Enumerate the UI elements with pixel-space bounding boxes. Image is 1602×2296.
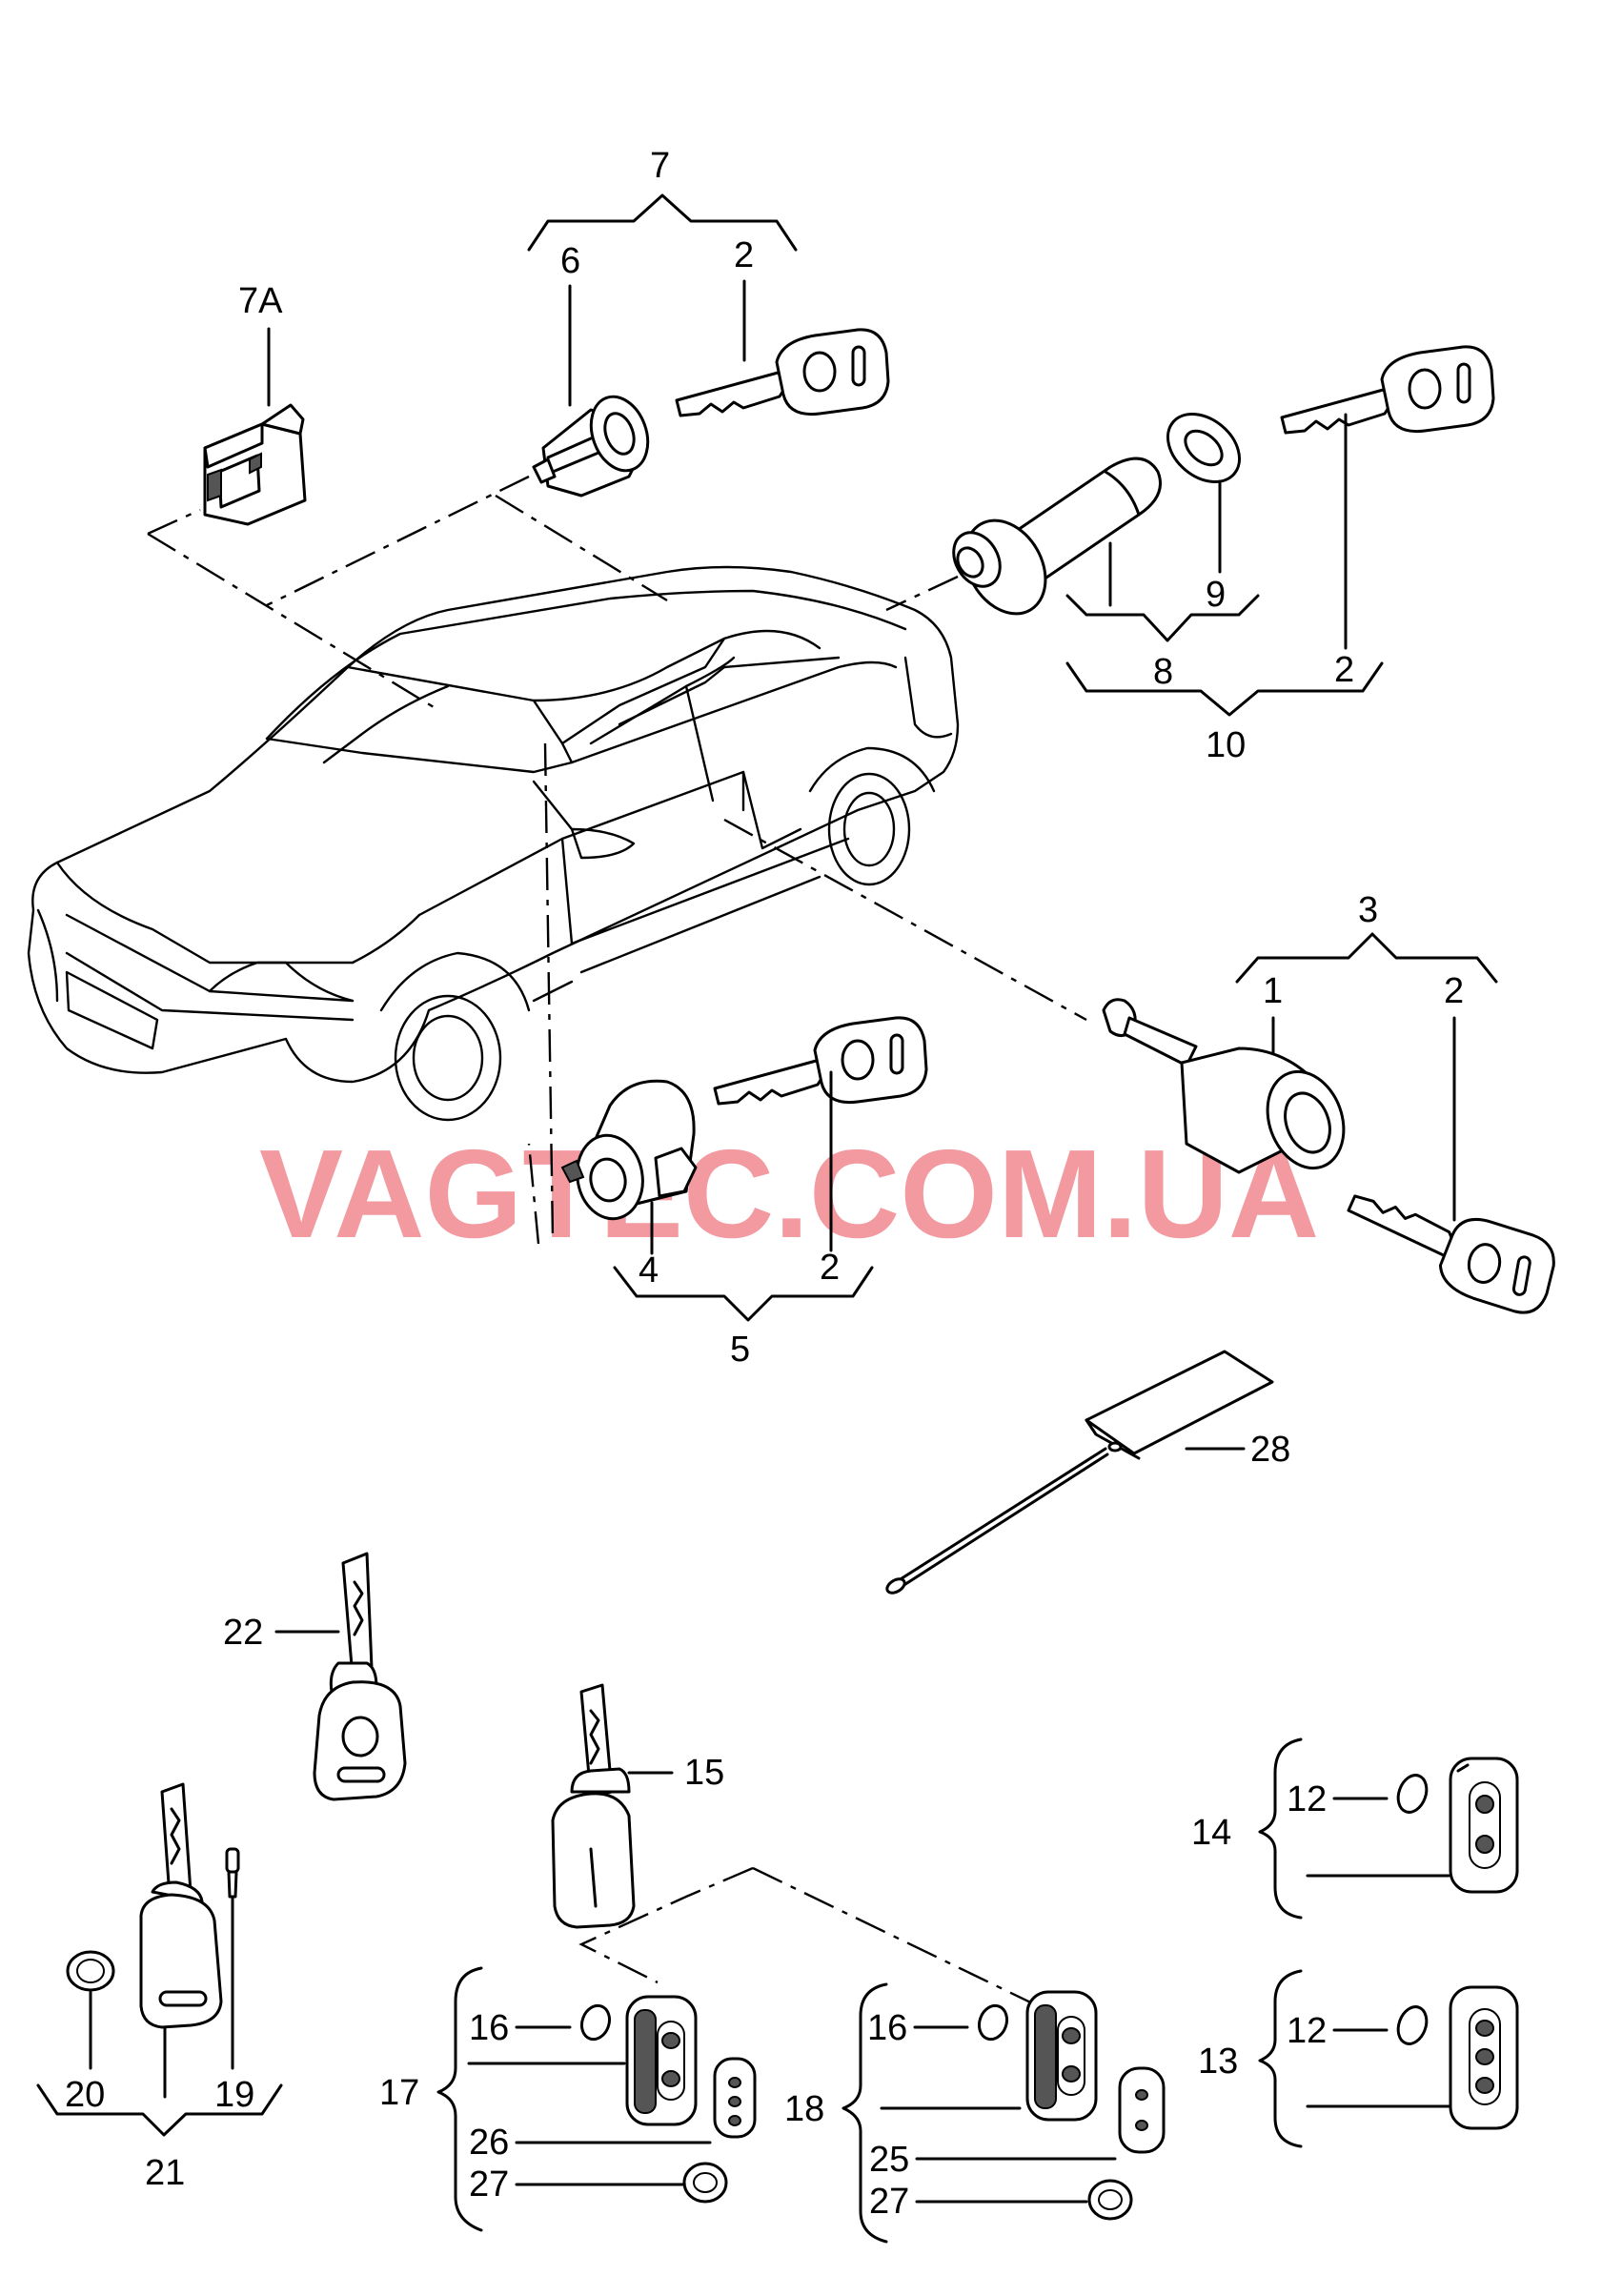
part-1-lock-cylinder xyxy=(1102,998,1346,1174)
car-illustration xyxy=(27,565,960,1122)
part-25-button-pad xyxy=(1118,2066,1166,2154)
callout-1: 1 xyxy=(1263,971,1283,1011)
callout-14: 14 xyxy=(1191,1813,1231,1853)
callout-7a: 7A xyxy=(238,281,283,321)
callout-28: 28 xyxy=(1250,1430,1290,1470)
bracket-3 xyxy=(1235,932,1498,984)
leader-1 xyxy=(723,818,1087,1022)
part-7a-switch xyxy=(203,403,307,526)
bracket-14 xyxy=(1258,1737,1303,1920)
part-28-key-tag xyxy=(885,1350,1274,1595)
callout-16-left: 16 xyxy=(469,2008,509,2048)
callout-10: 10 xyxy=(1206,725,1246,765)
part-13-remote-fob xyxy=(1449,1985,1519,2130)
bracket-10 xyxy=(1065,661,1384,717)
leader-7a xyxy=(147,508,439,712)
part-4-lock-cylinder xyxy=(560,1079,698,1221)
watermark: VAGTEC.COM.UA xyxy=(259,1124,1319,1264)
leader-15 xyxy=(578,1866,1049,2013)
callout-6: 6 xyxy=(560,241,580,281)
callout-5: 5 xyxy=(730,1330,750,1370)
bracket-8 xyxy=(1065,594,1260,642)
bracket-18 xyxy=(842,1982,888,2244)
part-14-remote-fob xyxy=(1449,1757,1519,1894)
callout-26: 26 xyxy=(469,2123,509,2163)
part-17-remote-housing xyxy=(625,1995,698,2126)
part-8-lock-cylinder xyxy=(952,457,1162,616)
bracket-7 xyxy=(527,193,798,252)
part-6-lock-cylinder xyxy=(532,395,650,498)
callout-25: 25 xyxy=(869,2140,909,2180)
callout-15: 15 xyxy=(684,1753,724,1793)
callout-7: 7 xyxy=(650,146,670,186)
key-2-top xyxy=(675,328,890,417)
callout-16-right: 16 xyxy=(867,2008,907,2048)
bracket-5 xyxy=(613,1266,874,1322)
callout-13: 13 xyxy=(1198,2042,1238,2082)
callout-9: 9 xyxy=(1206,575,1226,615)
callout-19: 19 xyxy=(214,2075,254,2115)
part-27-plug-left xyxy=(682,2162,728,2204)
key-2-mid xyxy=(1334,1193,1561,1319)
callout-18: 18 xyxy=(784,2089,824,2129)
bracket-17 xyxy=(436,1966,483,2232)
part-19-pin xyxy=(225,1847,240,1899)
leader-4 xyxy=(543,742,555,1240)
leader-4-detail xyxy=(527,1143,540,1245)
callout-2-right: 2 xyxy=(1334,650,1354,690)
key-2-right xyxy=(1280,345,1495,435)
part-12-battery-top xyxy=(1396,1774,1429,1814)
callout-2-bottom: 2 xyxy=(820,1248,840,1288)
callout-3: 3 xyxy=(1358,890,1378,930)
part-15-flip-key xyxy=(551,1683,636,1929)
callout-12-top: 12 xyxy=(1287,1779,1327,1819)
callout-2-top: 2 xyxy=(734,235,754,275)
part-22-key xyxy=(313,1552,407,1801)
part-27-plug-right xyxy=(1087,2179,1133,2221)
part-18-remote-housing xyxy=(1025,1990,1098,2122)
callout-21: 21 xyxy=(145,2153,185,2193)
callout-27-left: 27 xyxy=(469,2164,509,2205)
callout-27-right: 27 xyxy=(869,2182,909,2222)
part-26-button-pad xyxy=(713,2057,757,2139)
callout-4: 4 xyxy=(639,1250,659,1290)
callout-8: 8 xyxy=(1153,652,1173,692)
callout-12-bottom: 12 xyxy=(1287,2011,1327,2051)
leader-8 xyxy=(885,575,959,612)
part-16-battery-right xyxy=(977,2003,1009,2042)
bracket-21 xyxy=(36,2083,283,2137)
part-9-seal xyxy=(1166,413,1242,483)
part-20-cap xyxy=(66,1950,115,1992)
callout-2-mid: 2 xyxy=(1444,971,1464,1011)
callout-22: 22 xyxy=(223,1613,263,1653)
key-2-bottom xyxy=(713,1016,928,1106)
leader-6 xyxy=(266,475,668,607)
part-16-battery-left xyxy=(579,2003,612,2042)
part-12-battery-bottom xyxy=(1396,2005,1429,2045)
callout-20: 20 xyxy=(65,2075,105,2115)
part-21-key xyxy=(139,1782,223,2029)
callout-17: 17 xyxy=(379,2073,419,2113)
bracket-13 xyxy=(1258,1969,1303,2148)
